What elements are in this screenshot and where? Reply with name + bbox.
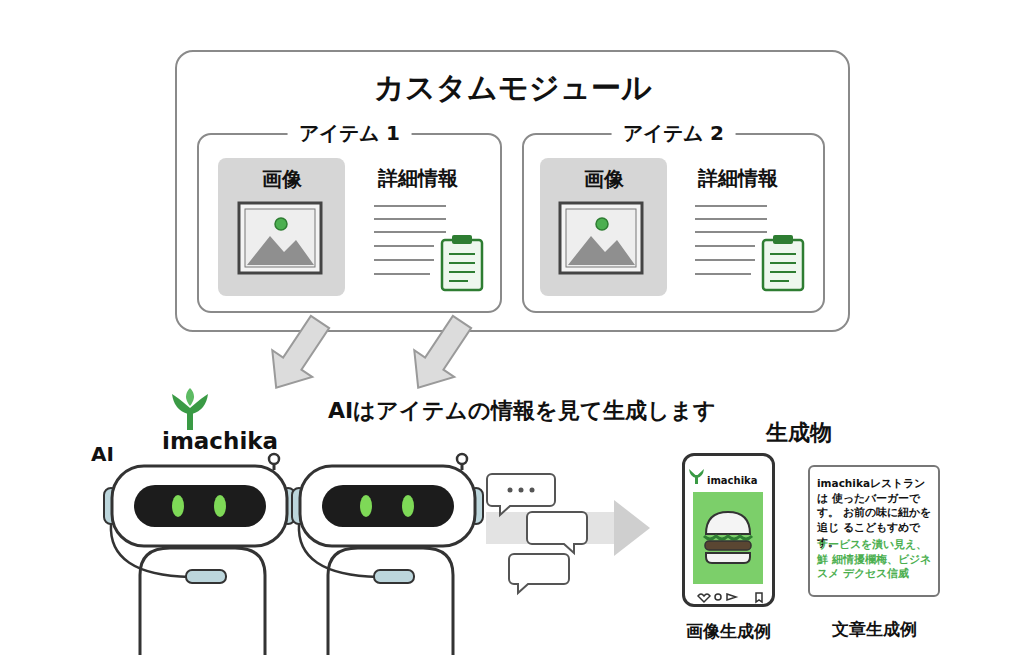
- phone-mockup: imachika画像生成例: [682, 453, 775, 607]
- image-box: 画像: [540, 158, 667, 296]
- image-box: 画像: [218, 158, 345, 296]
- detail-heading: 詳細情報: [698, 165, 778, 192]
- phone-brand: imachika: [707, 475, 757, 486]
- sample-text-highlight: サービスを潰い見え、鮮 細情擾欄梅、ビジネスメ デクセス信威: [817, 537, 933, 581]
- ai-label: AI: [91, 442, 114, 466]
- robot-illustration: [292, 454, 483, 655]
- output-heading: 生成物: [766, 418, 832, 448]
- generation-arrow: [486, 500, 650, 556]
- flow-description: AIはアイテムの情報を見て生成します: [272, 396, 772, 426]
- chat-bubbles: [487, 474, 587, 593]
- logo-icon: [172, 388, 208, 430]
- module-title: カスタムモジュール: [177, 68, 848, 109]
- detail-heading: 詳細情報: [378, 165, 458, 192]
- image-heading: 画像: [540, 166, 667, 193]
- example-caption: 画像生成例: [673, 620, 784, 643]
- item-box: アイテム 1画像: [197, 133, 502, 313]
- item-heading: アイテム 1: [287, 120, 412, 147]
- text-card: imachikaレストランは 使ったバーガーです。 お前の味に紐かを追じ るこど…: [808, 465, 940, 597]
- item-heading: アイテム 2: [611, 120, 736, 147]
- example-caption: 文章生成例: [798, 618, 950, 641]
- module-box: カスタムモジュールアイテム 1画像アイテム 2画像: [175, 50, 850, 332]
- image-heading: 画像: [218, 166, 345, 193]
- brand-logo-text: imachika: [162, 428, 278, 454]
- item-box: アイテム 2画像: [522, 133, 825, 313]
- robot-illustration: [104, 454, 295, 655]
